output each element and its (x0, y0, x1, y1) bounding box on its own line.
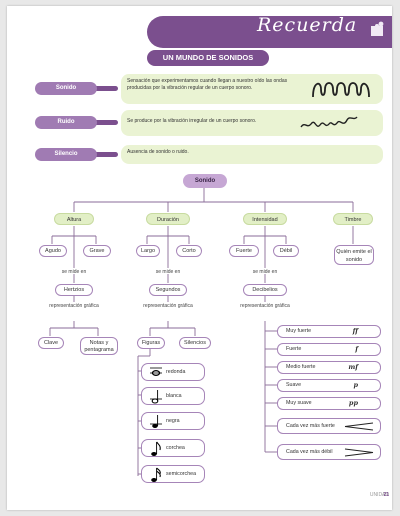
figure-corchea: corchea (141, 439, 205, 457)
node-timbre: Timbre (333, 213, 373, 225)
node-decibelios: Decibelios (243, 284, 287, 296)
connector-dot (113, 152, 118, 157)
sixteenth-note-icon (151, 467, 161, 482)
figure-semicorchea: semicorchea (141, 465, 205, 483)
definition-silencio: Ausencia de sonido o ruido. (121, 145, 383, 164)
definition-text: Sensación que experimentamos cuando lleg… (127, 78, 288, 91)
label-representacion: representación gráfica (240, 303, 290, 309)
dynamic-symbol: p (353, 381, 358, 389)
footer-unit: UNIDAD (369, 492, 389, 498)
crescendo-icon (344, 422, 374, 431)
figure-blanca: blanca (141, 387, 205, 405)
node-notas-pentagrama: Notas y pentagrama (80, 337, 118, 355)
regular-wave-icon (312, 82, 370, 98)
term-sonido: Sonido (35, 82, 97, 95)
eighth-note-icon (151, 441, 161, 456)
figure-label: redonda (166, 369, 186, 375)
dynamic-label: Cada vez más débil (286, 449, 333, 455)
dynamic-symbol: mf (348, 363, 358, 371)
figure-redonda: redonda (141, 363, 205, 381)
dynamic-muy-fuerte: Muy fuerte ff (277, 325, 381, 338)
dynamic-crescendo: Cada vez más fuerte (277, 418, 381, 434)
quarter-note-icon (150, 415, 162, 428)
dynamic-fuerte: Fuerte f (277, 343, 381, 356)
page-number: 21 (383, 492, 389, 498)
node-agudo: Agudo (39, 245, 67, 257)
puzzle-icon (369, 20, 385, 38)
node-sonido: Sonido (183, 174, 227, 188)
dynamic-suave: Suave p (277, 379, 381, 392)
dynamic-label: Medio fuerte (286, 364, 316, 370)
connector-dot (113, 86, 118, 91)
figure-label: semicorchea (166, 471, 197, 477)
node-largo: Largo (136, 245, 160, 257)
term-ruido: Ruido (35, 116, 97, 129)
node-fuerte: Fuerte (229, 245, 259, 257)
figure-negra: negra (141, 412, 205, 430)
label-se-mide-en: se mide en (252, 269, 278, 275)
node-grave: Grave (83, 245, 111, 257)
dynamic-label: Muy suave (286, 400, 312, 406)
definition-ruido: Se produce por la vibración irregular de… (121, 110, 383, 136)
node-figuras: Figuras (137, 337, 165, 349)
banner-title: Recuerda (257, 14, 358, 36)
node-silencios: Silencios (179, 337, 211, 349)
label-representacion: representación gráfica (49, 303, 99, 309)
term-silencio: Silencio (35, 148, 97, 161)
definition-sonido: Sensación que experimentamos cuando lleg… (121, 74, 383, 104)
dynamic-label: Suave (286, 382, 302, 388)
figure-label: negra (166, 418, 180, 424)
dynamic-label: Cada vez más fuerte (286, 423, 335, 429)
dynamic-label: Fuerte (286, 346, 302, 352)
label-se-mide-en: se mide en (155, 269, 181, 275)
dynamic-muy-suave: Muy suave pp (277, 397, 381, 410)
node-quien-emite: Quién emite el sonido (334, 245, 374, 265)
definition-text: Ausencia de sonido o ruido. (127, 149, 189, 155)
connector-dot (113, 120, 118, 125)
dynamic-medio-fuerte: Medio fuerte mf (277, 361, 381, 374)
label-se-mide-en: se mide en (61, 269, 87, 275)
node-segundos: Segundos (149, 284, 187, 296)
node-corto: Corto (176, 245, 202, 257)
dynamic-symbol: pp (348, 399, 358, 407)
dynamic-symbol: f (355, 345, 358, 353)
decrescendo-icon (344, 448, 374, 457)
recuerda-banner (147, 16, 392, 48)
page-title: UN MUNDO DE SONIDOS (147, 50, 269, 66)
textbook-page: Recuerda UN MUNDO DE SONIDOS Sonido Sens… (7, 6, 392, 510)
node-debil: Débil (273, 245, 299, 257)
node-duracion: Duración (146, 213, 190, 225)
dynamic-decrescendo: Cada vez más débil (277, 444, 381, 460)
whole-note-icon (150, 367, 162, 376)
label-representacion: representación gráfica (143, 303, 193, 309)
node-intensidad: Intensidad (243, 213, 287, 225)
dynamic-symbol: ff (352, 327, 358, 335)
dynamic-label: Muy fuerte (286, 328, 312, 334)
node-clave: Clave (38, 337, 64, 349)
definition-text: Se produce por la vibración irregular de… (127, 118, 257, 124)
tree-connectors (49, 188, 354, 476)
node-hertzios: Hertzios (55, 284, 93, 296)
figure-label: blanca (166, 393, 182, 399)
figure-label: corchea (166, 445, 185, 451)
irregular-wave-icon (300, 116, 358, 128)
node-altura: Altura (54, 213, 94, 225)
half-note-icon (150, 390, 162, 404)
